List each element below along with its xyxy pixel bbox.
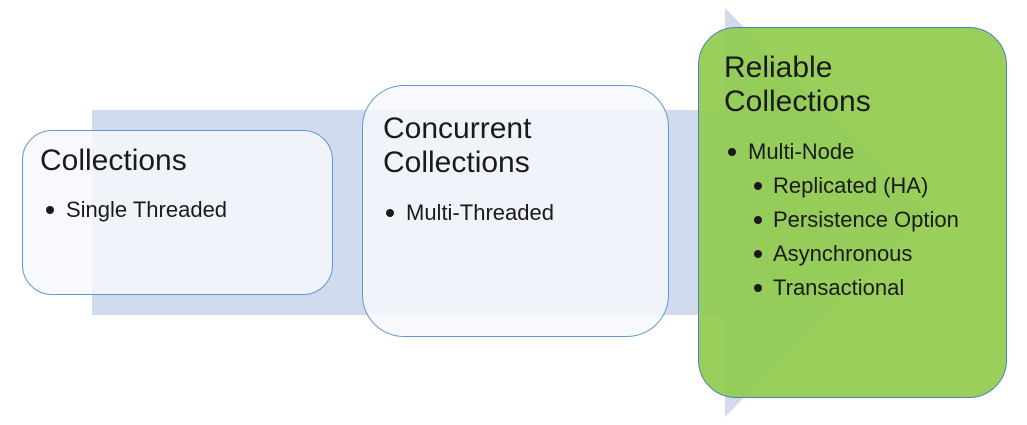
bullet-text: Multi-Threaded (406, 200, 554, 225)
box-title: Concurrent Collections (383, 112, 532, 179)
bullet-list: Multi-Node Replicated (HA) Persistence O… (699, 135, 1006, 305)
bullet-text: Persistence Option (773, 207, 959, 232)
bullet-dot (46, 206, 54, 214)
bullet-dot (754, 182, 762, 190)
bullet-item: Transactional (699, 271, 1006, 305)
bullet-item: Persistence Option (699, 203, 1006, 237)
box-title: Collections (40, 144, 187, 177)
bullet-item: Single Threaded (23, 193, 332, 227)
bullet-text: Transactional (773, 275, 905, 300)
stage-box-reliable-collections: Reliable Collections Multi-Node Replicat… (698, 27, 1007, 398)
bullet-dot (754, 216, 762, 224)
bullet-item: Multi-Node (699, 135, 1006, 169)
bullet-list: Multi-Threaded (363, 196, 668, 230)
bullet-list: Single Threaded (23, 193, 332, 227)
bullet-text: Replicated (HA) (773, 173, 929, 198)
bullet-text: Multi-Node (748, 139, 855, 164)
bullet-dot (728, 148, 736, 156)
bullet-text: Asynchronous (773, 241, 913, 266)
bullet-item: Replicated (HA) (699, 169, 1006, 203)
bullet-dot (754, 250, 762, 258)
box-title: Reliable Collections (724, 51, 871, 118)
bullet-text: Single Threaded (66, 197, 228, 222)
bullet-item: Multi-Threaded (363, 196, 668, 230)
stage-box-collections: Collections Single Threaded (22, 130, 333, 295)
stage-box-concurrent-collections: Concurrent Collections Multi-Threaded (362, 85, 669, 337)
bullet-item: Asynchronous (699, 237, 1006, 271)
bullet-dot (386, 209, 394, 217)
bullet-dot (754, 284, 762, 292)
